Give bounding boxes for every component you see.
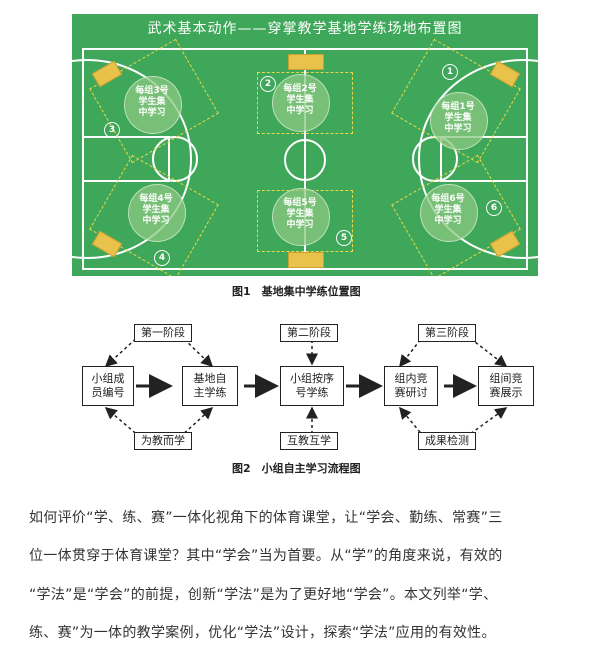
left-ft-circle [152,136,198,182]
zone-text-4: 每组4号学生集中学习 [139,194,173,226]
stage2-box: 第二阶段 [280,324,338,342]
zone-text-1: 每组1号学生集中学习 [441,102,475,134]
box-order-practice: 小组按序号学练 [280,366,344,406]
zone-text-5: 每组5号学生集中学习 [283,198,317,230]
badge-3: 3 [104,122,120,138]
mutual-box: 互教互学 [280,432,338,450]
zone-text-2: 每组2号学生集中学习 [283,84,317,116]
court-title: 武术基本动作——穿掌教学基地学练场地布置图 [147,21,463,37]
badge-4: 4 [154,250,170,266]
tag-5 [288,252,324,268]
stage3-box: 第三阶段 [418,324,476,342]
zone-circle-1 [430,92,488,150]
zone-circle-4 [128,184,186,242]
zone-box-2 [257,72,353,134]
zone-circle-2 [272,74,330,132]
zone-circle-5 [272,188,330,246]
teacher-box: 为教而学 [134,432,192,450]
flow-arrows [104,334,508,438]
box-base-practice: 基地自主学练 [182,366,238,406]
center-circle [284,139,326,181]
zone-circle-3 [124,76,182,134]
paragraph-line-2: 位一体贯穿于体育课堂？其中“学会”当为首要。从“学”的角度来说，有效的 [29,548,503,564]
court-diagram: 武术基本动作——穿掌教学基地学练场地布置图 每组3号学生集中学习 每组2号学生集… [72,14,538,276]
figure1-caption: 图1 基地集中学练位置图 [232,285,361,298]
badge-2: 2 [260,76,276,92]
zone-circle-6 [420,184,478,242]
zone-text-3: 每组3号学生集中学习 [135,86,169,118]
badge-5: 5 [336,230,352,246]
box-inner-competition: 组内竞赛研讨 [384,366,438,406]
stage1-box: 第一阶段 [134,324,192,342]
paragraph-line-3: “学法”是“学会”的前提，创新“学法”是为了更好地“学会”。本文列举“学、 [29,587,498,603]
figure2-caption: 图2 小组自主学习流程图 [232,462,361,475]
tag-2 [288,54,324,70]
paragraph-line-1: 如何评价“学、练、赛”一体化视角下的体育课堂，让“学会、勤练、常赛”三 [29,510,503,526]
box-between-competition: 组间竞赛展示 [478,366,534,406]
check-box: 成果检测 [418,432,476,450]
zone-text-6: 每组6号学生集中学习 [431,194,465,226]
paragraph-line-4: 练、赛”为一体的教学案例，优化“学法”设计，探索“学法”应用的有效性。 [29,625,496,641]
badge-1: 1 [442,64,458,80]
box-member-numbering: 小组成员编号 [82,366,134,406]
badge-6: 6 [486,200,502,216]
